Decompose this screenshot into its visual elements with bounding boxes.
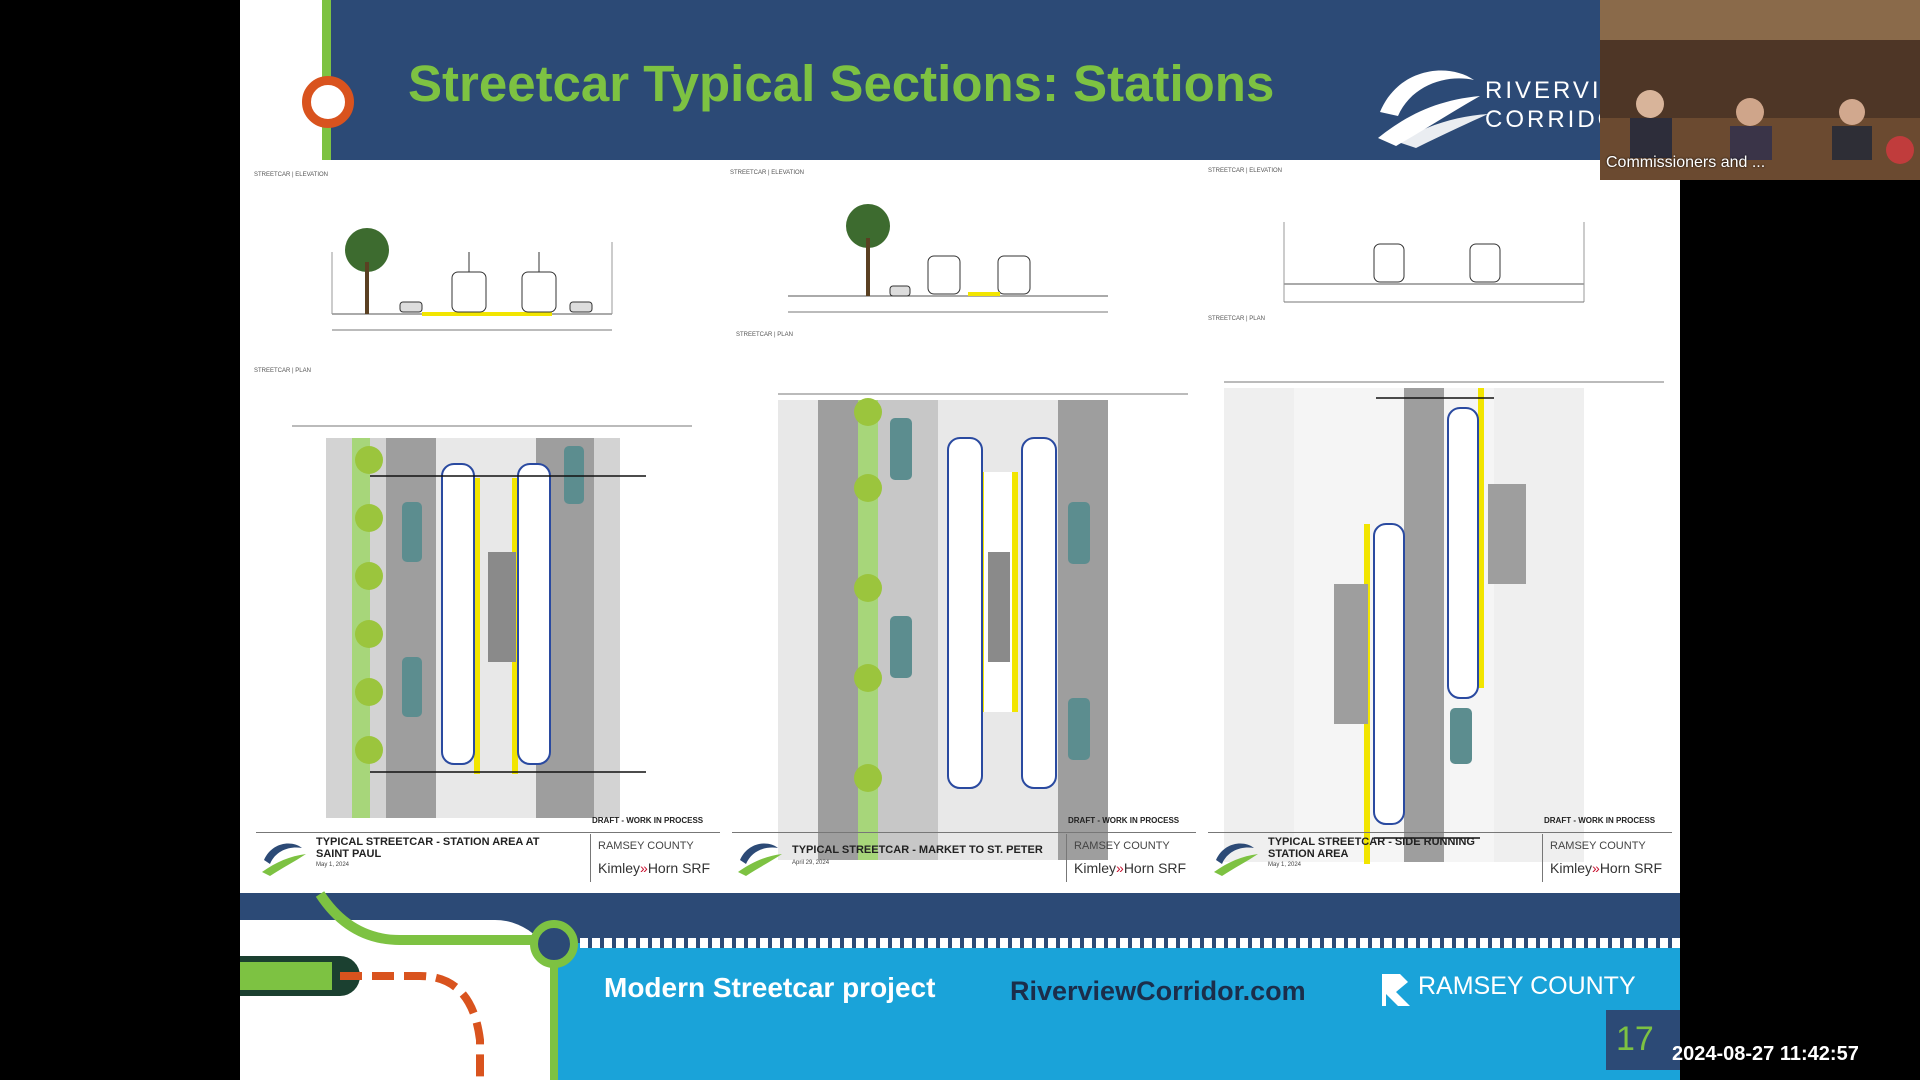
transit-line-graphic xyxy=(240,891,578,1080)
panel-title: TYPICAL STREETCAR - MARKET TO ST. PETER xyxy=(792,844,1043,856)
footer-county: RAMSEY COUNTY xyxy=(1418,972,1636,1000)
ramsey-county-label: RAMSEY COUNTY xyxy=(1074,840,1170,852)
video-label: Commissioners and ... xyxy=(1606,154,1766,171)
ramsey-county-label: RAMSEY COUNTY xyxy=(598,840,694,852)
riverview-logo-icon xyxy=(738,843,782,876)
timestamp: 2024-08-27 11:42:57 xyxy=(1672,1043,1859,1065)
footer-teal-band xyxy=(555,943,1680,1080)
kimley-horn-logo: Kimley»Horn SRF xyxy=(1550,860,1663,876)
footer-website-link[interactable]: RiverviewCorridor.com xyxy=(1010,976,1306,1006)
riverview-logo-icon xyxy=(1378,70,1488,148)
slide-title: Streetcar Typical Sections: Stations xyxy=(408,55,1275,112)
logo-wordmark: RIVERVIE CORRIDO xyxy=(1485,77,1621,133)
elevation-drawing xyxy=(1283,222,1585,303)
station-ring-icon xyxy=(302,76,354,128)
presentation-slide: Streetcar Typical Sections: Stations RIV… xyxy=(240,0,1680,1080)
plan-drawing xyxy=(778,393,1188,860)
ramsey-county-logo-icon xyxy=(1382,974,1410,1006)
meeting-room-video xyxy=(1600,0,1920,180)
video-feed-thumbnail[interactable] xyxy=(1600,0,1920,180)
drawing-panel-saint-paul: STREETCAR | ELEVATION STREETCAR | PLAN xyxy=(252,162,724,892)
elevation-drawing xyxy=(331,228,613,331)
page-number-box xyxy=(1606,1010,1680,1070)
ramsey-county-label: RAMSEY COUNTY xyxy=(1550,840,1646,852)
elevation-drawing xyxy=(788,204,1108,313)
header-band xyxy=(328,0,1680,160)
footer-dash-strip xyxy=(580,938,1680,948)
plan-drawing xyxy=(292,425,692,818)
page-number: 17 xyxy=(1616,1020,1654,1058)
kimley-horn-logo: Kimley»Horn SRF xyxy=(598,860,711,876)
drawing-panel-side-running: STREETCAR | ELEVATION STREETCAR | PLAN xyxy=(1204,162,1676,892)
footer-project: Modern Streetcar project xyxy=(604,972,936,1003)
kimley-horn-logo: Kimley»Horn SRF xyxy=(1074,860,1187,876)
drawing-panel-market-st-peter: STREETCAR | ELEVATION STREETCAR | PLAN xyxy=(728,162,1200,892)
riverview-logo-icon xyxy=(1214,843,1258,876)
footer-white-area xyxy=(240,920,555,1080)
plan-drawing xyxy=(1224,381,1664,864)
riverview-logo-icon xyxy=(262,843,306,876)
slide-header: Streetcar Typical Sections: Stations RIV… xyxy=(240,0,1680,160)
